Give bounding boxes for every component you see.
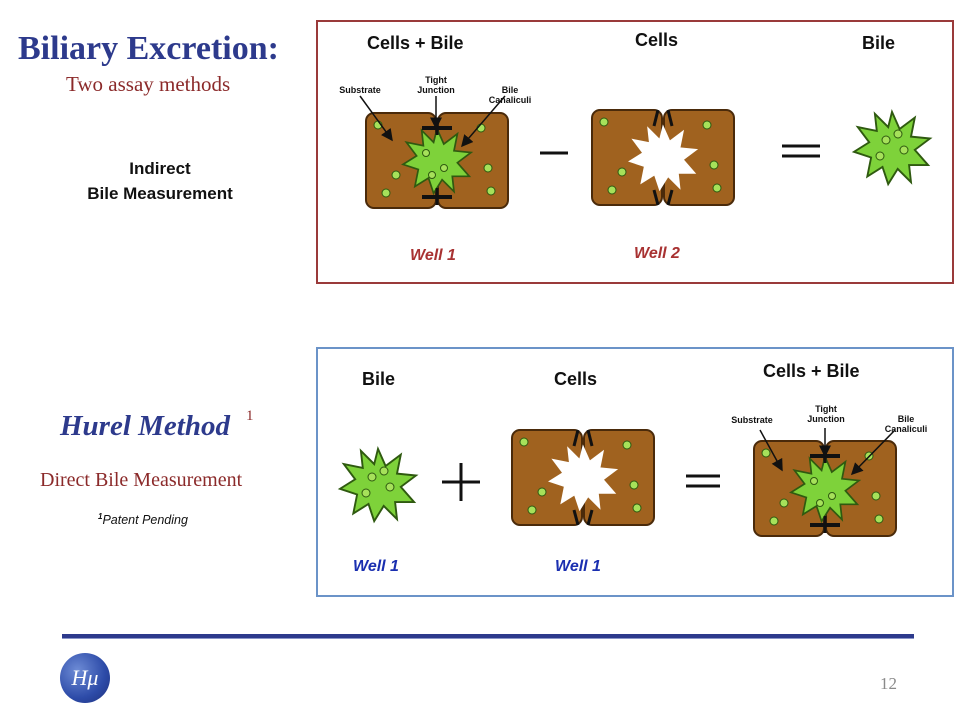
slide-title: Biliary Excretion:: [18, 30, 279, 67]
company-logo: Hμ: [60, 653, 110, 703]
indirect-line-2: Bile Measurement: [87, 184, 233, 203]
top-bile-canaliculi-label: Bile Canaliculi: [488, 85, 532, 105]
indirect-line-1: Indirect: [129, 159, 191, 178]
top-label-cells-bile: Cells + Bile: [367, 33, 464, 53]
bottom-bile-graphic: [339, 447, 417, 523]
top-cells-bile-graphic: [365, 112, 509, 209]
direct-bile-label: Direct Bile Measurement: [40, 469, 243, 491]
indirect-panel: [316, 20, 954, 284]
top-well-1: Well 1: [410, 247, 456, 264]
hurel-method-title: Hurel Method: [60, 410, 230, 442]
top-well-2: Well 2: [634, 245, 680, 262]
bottom-label-cells-bile: Cells + Bile: [763, 361, 860, 381]
slide-subtitle: Two assay methods: [66, 72, 231, 96]
top-label-cells: Cells: [635, 30, 679, 50]
top-label-bile: Bile: [862, 33, 896, 53]
bottom-label-bile: Bile: [362, 369, 396, 389]
page-number: 12: [880, 674, 897, 693]
bottom-well-1-b: Well 1: [555, 558, 601, 575]
bottom-label-cells: Cells: [554, 369, 598, 389]
top-cells-graphic: [591, 109, 735, 206]
indirect-method-label: Indirect Bile Measurement: [60, 156, 260, 206]
top-tight-junction-label: Tight Junction: [417, 75, 455, 95]
bottom-substrate-label: Substrate: [731, 415, 773, 425]
logo-text: Hμ: [71, 665, 99, 690]
footer-rule: [62, 634, 914, 639]
patent-mark: 1: [98, 512, 103, 521]
bottom-well-1-a: Well 1: [353, 558, 399, 575]
patent-text: Patent Pending: [102, 513, 188, 528]
patent-note: 1Patent Pending: [98, 512, 188, 527]
bottom-tight-junction-label: Tight Junction: [807, 404, 845, 424]
bottom-cells-graphic: [511, 429, 655, 526]
hurel-footnote-mark: 1: [246, 408, 254, 424]
top-substrate-label: Substrate: [339, 85, 381, 95]
top-bile-graphic: [853, 110, 931, 186]
bottom-bile-canaliculi-label: Bile Canaliculi: [884, 414, 928, 434]
direct-panel: [316, 347, 954, 597]
